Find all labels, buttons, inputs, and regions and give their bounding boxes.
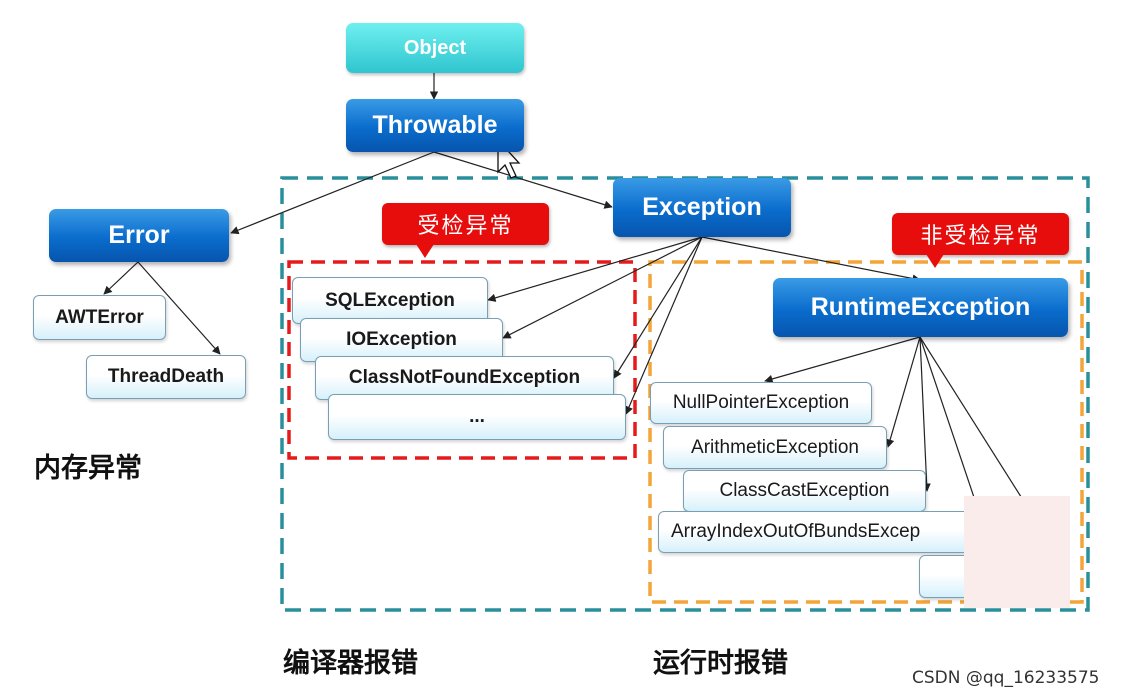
edge-throwable-exception	[433, 151, 613, 209]
exception-node: Exception	[613, 178, 791, 237]
arithmeticexception-node: ArithmeticException	[663, 426, 887, 469]
object-node: Object	[346, 23, 524, 73]
compile-error-caption: 编译器报错	[283, 648, 418, 679]
edge-exception-classnotfound	[613, 236, 703, 379]
csdn-watermark: CSDN @qq_16233575	[912, 668, 1100, 688]
error-node: Error	[49, 209, 229, 262]
checked-exception-tag: 受检异常	[382, 203, 549, 245]
threaddeath-node: ThreadDeath	[86, 355, 246, 399]
unchecked-exception-tag: 非受检异常	[892, 213, 1069, 255]
checked-region-border	[287, 260, 637, 460]
throwable-node: Throwable	[346, 99, 524, 152]
blurred-overlay	[964, 496, 1070, 608]
edge-runtime-more	[919, 336, 1024, 501]
runtime-error-caption: 运行时报错	[653, 648, 788, 679]
edge-runtime-nullpointer	[764, 336, 921, 383]
edge-exception-sql	[487, 236, 703, 302]
sqlexception-node: SQLException	[292, 277, 488, 324]
awterror-node: AWTError	[33, 295, 166, 340]
edge-throwable-error	[230, 151, 435, 235]
checked-tag-pointer	[416, 244, 434, 258]
edge-error-awterror	[103, 261, 139, 295]
memory-error-caption: 内存异常	[34, 453, 142, 484]
unchecked-tag-pointer	[926, 254, 944, 268]
classcastexception-node: ClassCastException	[683, 470, 926, 512]
edge-runtime-arithmetic	[886, 336, 921, 448]
arrayindexexception-node: ArrayIndexOutOfBundsExcep	[658, 511, 978, 553]
nullpointerexception-node: NullPointerException	[650, 382, 872, 424]
edge-exception-runtime	[701, 236, 921, 283]
checked-more-node: ...	[328, 394, 626, 440]
edge-exception-io	[502, 236, 703, 339]
runtime-exception-node: RuntimeException	[773, 278, 1068, 337]
edge-runtime-classcast	[919, 336, 931, 492]
unchecked-region-border	[648, 260, 1084, 604]
edge-exception-more	[625, 236, 703, 415]
edge-error-threaddeath	[137, 261, 221, 355]
